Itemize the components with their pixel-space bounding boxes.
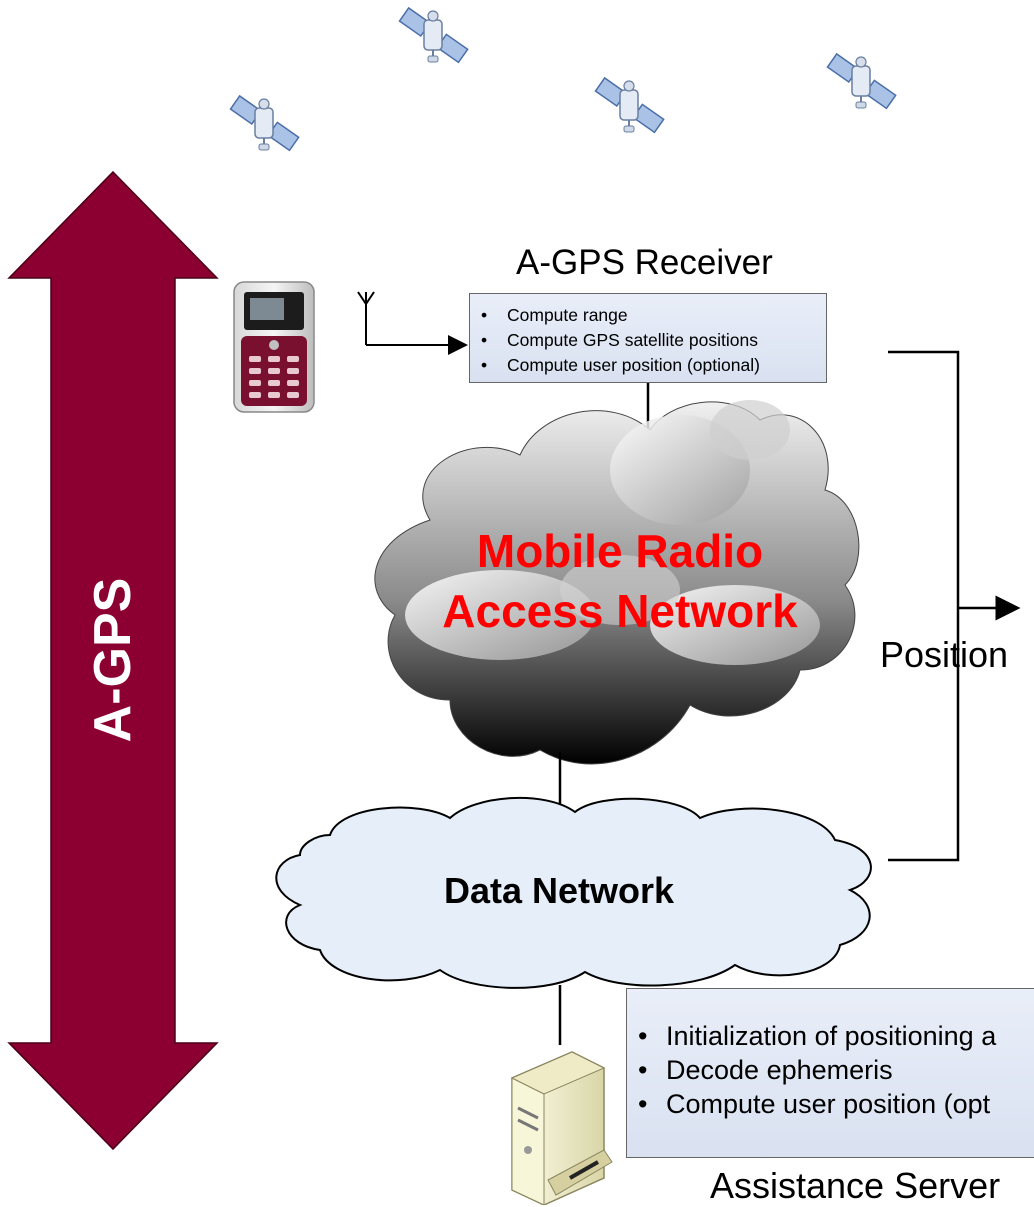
receiver-bullet: Compute GPS satellite positions: [481, 328, 826, 353]
satellite-icon: [398, 6, 469, 64]
data-network-label: Data Network: [443, 870, 675, 911]
receiver-bullet: Compute user position (optional): [481, 353, 826, 378]
agps-double-arrow: [7, 170, 219, 1151]
server-bullet: Compute user position (opt: [638, 1087, 1034, 1121]
server-bullet: Initialization of positioning a: [638, 1019, 1034, 1053]
mobile-radio-cloud: [374, 400, 860, 765]
agps-arrow-label: A-GPS: [84, 577, 142, 743]
data-network-cloud: [275, 796, 872, 989]
satellite-icon: [826, 52, 897, 110]
receiver-bullet: Compute range: [481, 303, 826, 328]
position-bracket: [888, 350, 960, 862]
server-box: Initialization of positioning a Decode e…: [626, 988, 1034, 1158]
radio-network-label-line1: Mobile Radio: [476, 525, 764, 577]
server-bullet: Decode ephemeris: [638, 1053, 1034, 1087]
mobile-phone-icon: [233, 281, 315, 413]
satellite-icon: [229, 94, 300, 152]
receiver-bullets: Compute range Compute GPS satellite posi…: [481, 303, 826, 378]
satellite-icon: [594, 76, 665, 134]
server-bullets: Initialization of positioning a Decode e…: [638, 1019, 1034, 1121]
position-label: Position: [880, 634, 1009, 675]
receiver-title: A-GPS Receiver: [516, 243, 773, 282]
antenna-icon: [357, 291, 375, 345]
server-icon: [510, 1051, 613, 1205]
receiver-box: Compute range Compute GPS satellite posi…: [469, 293, 827, 383]
server-title: Assistance Server: [710, 1165, 1001, 1206]
radio-network-label-line2: Access Network: [442, 585, 798, 637]
